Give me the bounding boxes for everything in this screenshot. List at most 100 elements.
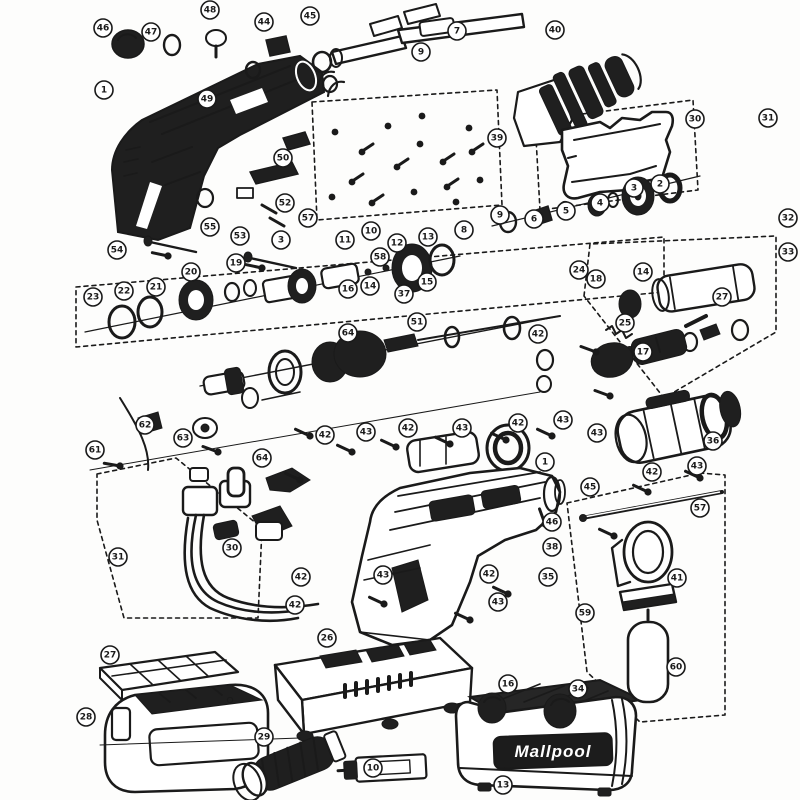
- callout-42: 42: [315, 425, 335, 445]
- callout-10: 10: [363, 758, 383, 778]
- callout-17: 17: [633, 342, 653, 362]
- svg-text:15: 15: [421, 278, 434, 288]
- svg-text:31: 31: [112, 553, 125, 563]
- chuck-barrel: [614, 389, 742, 464]
- callout-43: 43: [553, 410, 573, 430]
- svg-text:53: 53: [234, 232, 247, 242]
- callout-46: 46: [542, 512, 562, 532]
- callout-10: 10: [361, 221, 381, 241]
- callout-46: 46: [93, 18, 113, 38]
- callout-13: 13: [493, 775, 513, 795]
- callout-36: 36: [703, 431, 723, 451]
- callout-43: 43: [373, 565, 393, 585]
- svg-text:8: 8: [461, 226, 467, 236]
- callout-38: 38: [542, 537, 562, 557]
- loose-screws: [102, 251, 704, 624]
- svg-text:40: 40: [549, 26, 562, 36]
- misc-lock-parts: [119, 387, 311, 498]
- svg-text:17: 17: [637, 348, 650, 358]
- callout-60: 60: [666, 657, 686, 677]
- callout-3: 3: [271, 230, 291, 250]
- battery-pack: [103, 683, 270, 794]
- callout-43: 43: [488, 592, 508, 612]
- svg-text:34: 34: [572, 685, 585, 695]
- callout-42: 42: [285, 595, 305, 615]
- svg-text:20: 20: [185, 268, 198, 278]
- callout-52: 52: [275, 193, 295, 213]
- svg-text:32: 32: [782, 214, 795, 224]
- svg-text:43: 43: [591, 429, 604, 439]
- callout-54: 54: [107, 240, 127, 260]
- callout-22: 22: [114, 281, 134, 301]
- svg-text:25: 25: [619, 319, 632, 329]
- callout-19: 19: [226, 253, 246, 273]
- callout-21: 21: [146, 277, 166, 297]
- svg-text:37: 37: [398, 290, 411, 300]
- callout-28: 28: [76, 707, 96, 727]
- callout-39: 39: [487, 128, 507, 148]
- svg-text:42: 42: [512, 419, 525, 429]
- gasket: [560, 110, 675, 200]
- svg-text:51: 51: [411, 318, 424, 328]
- screw-panel-box: [311, 89, 503, 221]
- callout-20: 20: [181, 262, 201, 282]
- svg-text:57: 57: [302, 214, 315, 224]
- callout-18: 18: [586, 269, 606, 289]
- motor-assembly: [512, 53, 642, 148]
- callout-43: 43: [356, 422, 376, 442]
- callout-7: 7: [447, 21, 467, 41]
- callout-55: 55: [200, 217, 220, 237]
- callout-44: 44: [254, 12, 274, 32]
- svg-text:30: 30: [226, 544, 239, 554]
- callout-23: 23: [83, 287, 103, 307]
- svg-text:10: 10: [365, 227, 378, 237]
- front-gear-housing: [406, 423, 531, 474]
- svg-text:18: 18: [590, 275, 603, 285]
- callout-64: 64: [338, 323, 358, 343]
- callout-43: 43: [687, 456, 707, 476]
- callout-41: 41: [667, 568, 687, 588]
- callout-45: 45: [580, 477, 600, 497]
- callout-25: 25: [615, 313, 635, 333]
- svg-text:16: 16: [342, 285, 355, 295]
- svg-text:48: 48: [204, 6, 217, 16]
- callout-35: 35: [538, 567, 558, 587]
- svg-text:63: 63: [177, 434, 190, 444]
- svg-text:21: 21: [150, 283, 163, 293]
- callout-42: 42: [398, 418, 418, 438]
- side-handle-grip: [626, 620, 670, 704]
- callout-32: 32: [778, 208, 798, 228]
- callout-59: 59: [575, 603, 595, 623]
- callout-24: 24: [569, 260, 589, 280]
- callout-42: 42: [508, 413, 528, 433]
- callout-2: 2: [650, 174, 670, 194]
- svg-text:1: 1: [542, 458, 548, 468]
- svg-text:6: 6: [531, 215, 537, 225]
- callout-1: 1: [94, 80, 114, 100]
- callout-27: 27: [712, 287, 732, 307]
- callout-42: 42: [479, 564, 499, 584]
- callout-3: 3: [624, 178, 644, 198]
- svg-text:4: 4: [597, 199, 603, 209]
- svg-text:42: 42: [289, 601, 302, 611]
- svg-text:52: 52: [279, 199, 292, 209]
- svg-text:16: 16: [502, 680, 515, 690]
- svg-text:26: 26: [321, 634, 334, 644]
- svg-text:59: 59: [579, 609, 592, 619]
- callout-11: 11: [335, 230, 355, 250]
- callout-1: 1: [535, 452, 555, 472]
- callout-31: 31: [758, 108, 778, 128]
- svg-text:60: 60: [670, 663, 683, 673]
- svg-text:42: 42: [319, 431, 332, 441]
- muzzle-rings: [316, 70, 346, 98]
- svg-text:31: 31: [762, 114, 775, 124]
- svg-text:27: 27: [104, 651, 117, 661]
- svg-text:22: 22: [118, 287, 131, 297]
- svg-text:24: 24: [573, 266, 586, 276]
- svg-text:43: 43: [377, 571, 390, 581]
- callout-6: 6: [524, 209, 544, 229]
- svg-text:3: 3: [278, 236, 284, 246]
